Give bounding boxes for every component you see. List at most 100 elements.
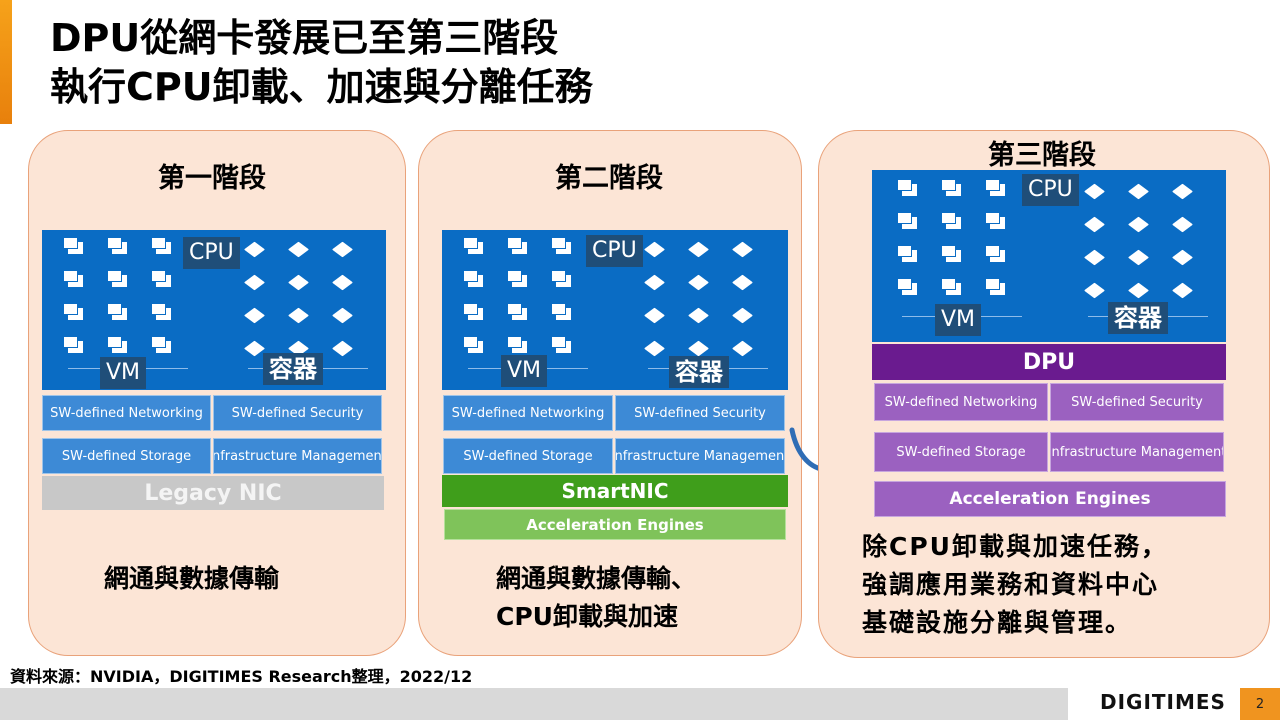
vm-instance-icon bbox=[985, 245, 1005, 262]
vm-label: VM bbox=[501, 355, 548, 387]
container-cube-icon bbox=[1128, 216, 1149, 233]
dpu-band: DPU bbox=[872, 344, 1226, 380]
vm-instance-icon bbox=[63, 303, 83, 320]
stage-3-desc-line-1: 除CPU卸載與加速任務， bbox=[862, 532, 1168, 561]
footer-bar bbox=[0, 688, 1068, 720]
container-icon-grid bbox=[1084, 176, 1220, 308]
vm-instance-icon bbox=[107, 237, 127, 254]
stage-2-title: 第二階段 bbox=[555, 163, 663, 194]
source-note: 資料來源：NVIDIA，DIGITIMES Research整理，2022/12 bbox=[10, 667, 473, 686]
container-icon-grid bbox=[244, 234, 380, 366]
container-cube-icon bbox=[1128, 249, 1149, 266]
container-cube-icon bbox=[1084, 216, 1105, 233]
vm-instance-icon bbox=[63, 237, 83, 254]
container-cube-icon bbox=[332, 241, 353, 258]
vm-instance-icon bbox=[151, 336, 171, 353]
container-cube-icon bbox=[688, 241, 709, 258]
sw-storage-cell: SW-defined Storage bbox=[443, 438, 613, 474]
cpu-label: CPU bbox=[1022, 174, 1079, 206]
sw-storage-cell: SW-defined Storage bbox=[874, 432, 1048, 472]
container-cube-icon bbox=[1084, 282, 1105, 299]
stage-3-title: 第三階段 bbox=[988, 140, 1096, 171]
vm-label: VM bbox=[935, 304, 982, 336]
vm-icon-grid bbox=[463, 234, 600, 366]
title-line-2: 執行CPU卸載、加速與分離任務 bbox=[50, 65, 593, 109]
stage-2-panel bbox=[418, 130, 802, 656]
container-cube-icon bbox=[644, 241, 665, 258]
infra-management-cell: Infrastructure Management bbox=[1050, 432, 1224, 472]
container-cube-icon bbox=[688, 307, 709, 324]
infra-management-cell: Infrastructure Management bbox=[213, 438, 382, 474]
vm-instance-icon bbox=[985, 212, 1005, 229]
smartnic-band: SmartNIC bbox=[442, 475, 788, 507]
sw-networking-cell: SW-defined Networking bbox=[443, 395, 613, 431]
container-cube-icon bbox=[244, 307, 265, 324]
vm-instance-icon bbox=[507, 303, 527, 320]
stage-2-sw-row-1: SW-defined Networking SW-defined Securit… bbox=[443, 395, 785, 431]
stage-2-sw-row-2: SW-defined Storage Infrastructure Manage… bbox=[443, 438, 785, 474]
vm-instance-icon bbox=[463, 237, 483, 254]
container-cube-icon bbox=[688, 274, 709, 291]
sw-networking-cell: SW-defined Networking bbox=[874, 383, 1048, 421]
vm-instance-icon bbox=[551, 237, 571, 254]
container-cube-icon bbox=[332, 307, 353, 324]
container-icon-grid bbox=[644, 234, 780, 366]
vm-instance-icon bbox=[151, 303, 171, 320]
stage-3-desc: 除CPU卸載與加速任務， 強調應用業務和資料中心 基礎設施分離與管理。 bbox=[862, 528, 1168, 642]
stage-1-desc: 網通與數據傳輸 bbox=[104, 560, 279, 598]
stage-2-desc: 網通與數據傳輸、 CPU卸載與加速 bbox=[496, 560, 696, 636]
container-cube-icon bbox=[688, 340, 709, 357]
vm-instance-icon bbox=[941, 278, 961, 295]
vm-instance-icon bbox=[897, 278, 917, 295]
container-cube-icon bbox=[244, 340, 265, 357]
stage-3-sw-row-1: SW-defined Networking SW-defined Securit… bbox=[874, 383, 1224, 421]
vm-instance-icon bbox=[151, 237, 171, 254]
container-cube-icon bbox=[1172, 183, 1193, 200]
container-label: 容器 bbox=[263, 353, 323, 385]
infra-management-cell: Infrastructure Management bbox=[615, 438, 785, 474]
container-cube-icon bbox=[288, 307, 309, 324]
vm-instance-icon bbox=[897, 179, 917, 196]
vm-instance-icon bbox=[551, 303, 571, 320]
vm-instance-icon bbox=[63, 336, 83, 353]
container-cube-icon bbox=[332, 340, 353, 357]
vm-instance-icon bbox=[151, 270, 171, 287]
container-cube-icon bbox=[1172, 216, 1193, 233]
stage-1-title: 第一階段 bbox=[158, 163, 266, 194]
container-cube-icon bbox=[1084, 249, 1105, 266]
container-cube-icon bbox=[732, 241, 753, 258]
stage-3-desc-line-3: 基礎設施分離與管理。 bbox=[862, 608, 1133, 637]
cpu-label: CPU bbox=[183, 237, 240, 269]
container-cube-icon bbox=[332, 274, 353, 291]
acceleration-engines-band: Acceleration Engines bbox=[444, 509, 786, 540]
acceleration-engines-band: Acceleration Engines bbox=[874, 481, 1226, 517]
stage-2-desc-line-1: 網通與數據傳輸、 bbox=[496, 564, 697, 593]
vm-icon-grid bbox=[63, 234, 200, 366]
vm-instance-icon bbox=[985, 179, 1005, 196]
vm-instance-icon bbox=[551, 336, 571, 353]
sw-security-cell: SW-defined Security bbox=[1050, 383, 1224, 421]
container-cube-icon bbox=[1172, 249, 1193, 266]
legacy-nic-band: Legacy NIC bbox=[42, 476, 384, 510]
accent-bar bbox=[0, 0, 12, 124]
container-cube-icon bbox=[288, 241, 309, 258]
vm-instance-icon bbox=[897, 245, 917, 262]
container-cube-icon bbox=[244, 274, 265, 291]
vm-instance-icon bbox=[507, 270, 527, 287]
sw-storage-cell: SW-defined Storage bbox=[42, 438, 211, 474]
vm-instance-icon bbox=[507, 336, 527, 353]
vm-instance-icon bbox=[107, 336, 127, 353]
vm-instance-icon bbox=[941, 245, 961, 262]
stage-2-server bbox=[442, 230, 788, 390]
stage-3-sw-row-2: SW-defined Storage Infrastructure Manage… bbox=[874, 432, 1224, 472]
stage-2-desc-line-2: CPU卸載與加速 bbox=[496, 602, 678, 631]
container-cube-icon bbox=[644, 307, 665, 324]
sw-security-cell: SW-defined Security bbox=[213, 395, 382, 431]
container-cube-icon bbox=[1172, 282, 1193, 299]
vm-instance-icon bbox=[107, 303, 127, 320]
vm-instance-icon bbox=[551, 270, 571, 287]
vm-instance-icon bbox=[941, 212, 961, 229]
container-cube-icon bbox=[1128, 183, 1149, 200]
vm-instance-icon bbox=[463, 270, 483, 287]
container-cube-icon bbox=[1084, 183, 1105, 200]
